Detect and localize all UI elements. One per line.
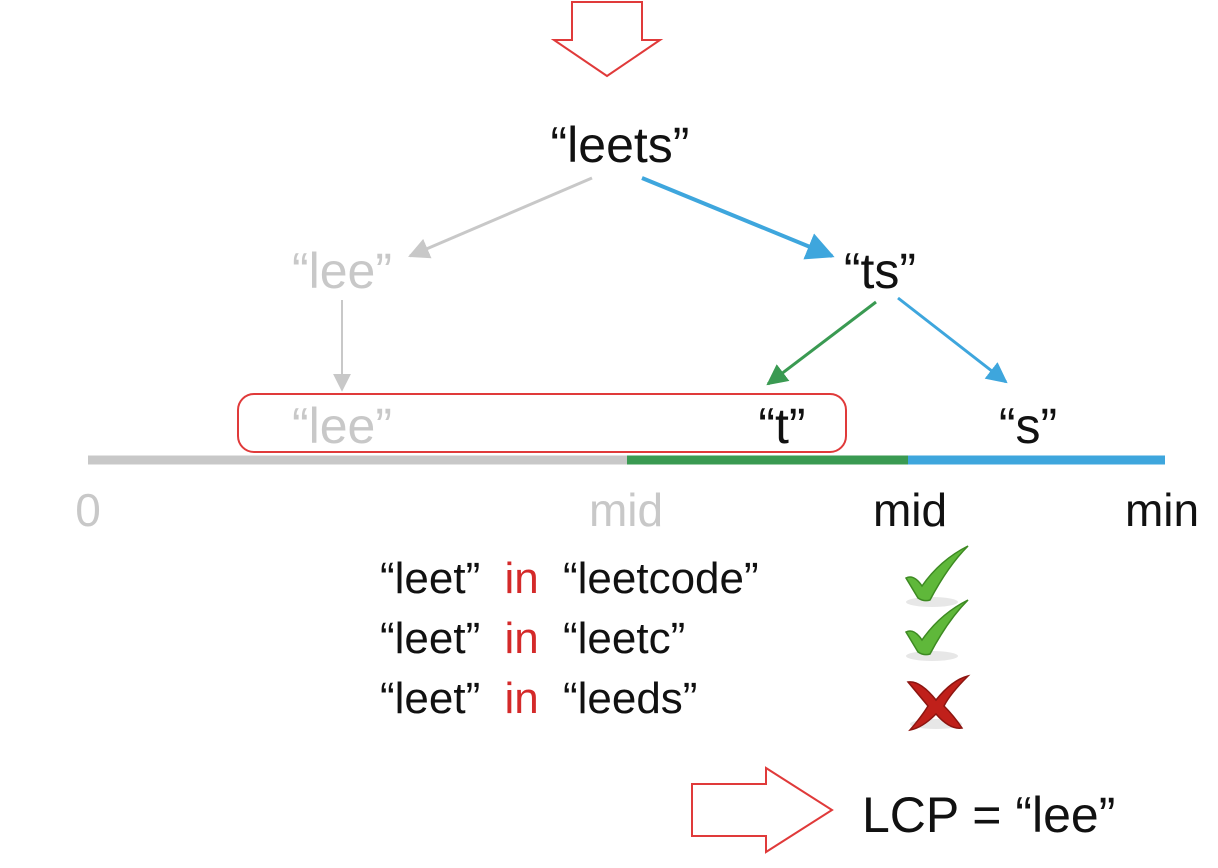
check-haystack: “leetc”: [563, 614, 685, 663]
check-haystack: “leeds”: [563, 674, 698, 723]
bottom-left-node-label: “lee”: [292, 398, 392, 454]
axis-label-mid: mid: [873, 484, 947, 536]
check-row: “leet” in “leeds”: [380, 674, 697, 723]
check-row: “leet” in “leetc”: [380, 614, 685, 663]
lcp-result-label: LCP = “lee”: [862, 787, 1115, 843]
check-needle: “leet”: [380, 614, 480, 663]
checkmark-icon: [904, 599, 969, 661]
svg-text:“leet” in “leetcod: “leet” in “leetcode”: [380, 554, 759, 603]
right-left-node-label: “t”: [758, 398, 805, 454]
checkmark-icon: [904, 545, 969, 607]
check-operator: in: [504, 554, 538, 603]
edge-root-left: [408, 176, 593, 259]
check-haystack: “leetcode”: [563, 554, 759, 603]
right-right-node-label: “s”: [999, 398, 1057, 454]
left-node-label: “lee”: [292, 243, 392, 299]
right-arrow-icon: [691, 766, 834, 854]
edge-right-left: [766, 300, 877, 386]
root-node-label: “leets”: [551, 117, 690, 173]
check-needle: “leet”: [380, 674, 480, 723]
cross-icon: [906, 674, 971, 732]
check-needle: “leet”: [380, 554, 480, 603]
down-arrow-icon: [550, 1, 664, 78]
check-operator: in: [504, 614, 538, 663]
axis-label-zero: 0: [75, 484, 101, 536]
right-node-label: “ts”: [844, 243, 916, 299]
check-operator: in: [504, 674, 538, 723]
check-row: “leet” in “leetcode”: [380, 554, 759, 603]
edge-right-right: [897, 296, 1008, 384]
lcp-highlight-box: [237, 393, 847, 453]
axis-label-mid-faded: mid: [589, 484, 663, 536]
svg-text:“leet” in “leeds”: “leet” in “leeds”: [380, 674, 697, 723]
edge-root-right: [641, 176, 835, 260]
svg-text:“leet” in “leetc”: “leet” in “leetc”: [380, 614, 685, 663]
axis-label-min: min: [1125, 484, 1199, 536]
